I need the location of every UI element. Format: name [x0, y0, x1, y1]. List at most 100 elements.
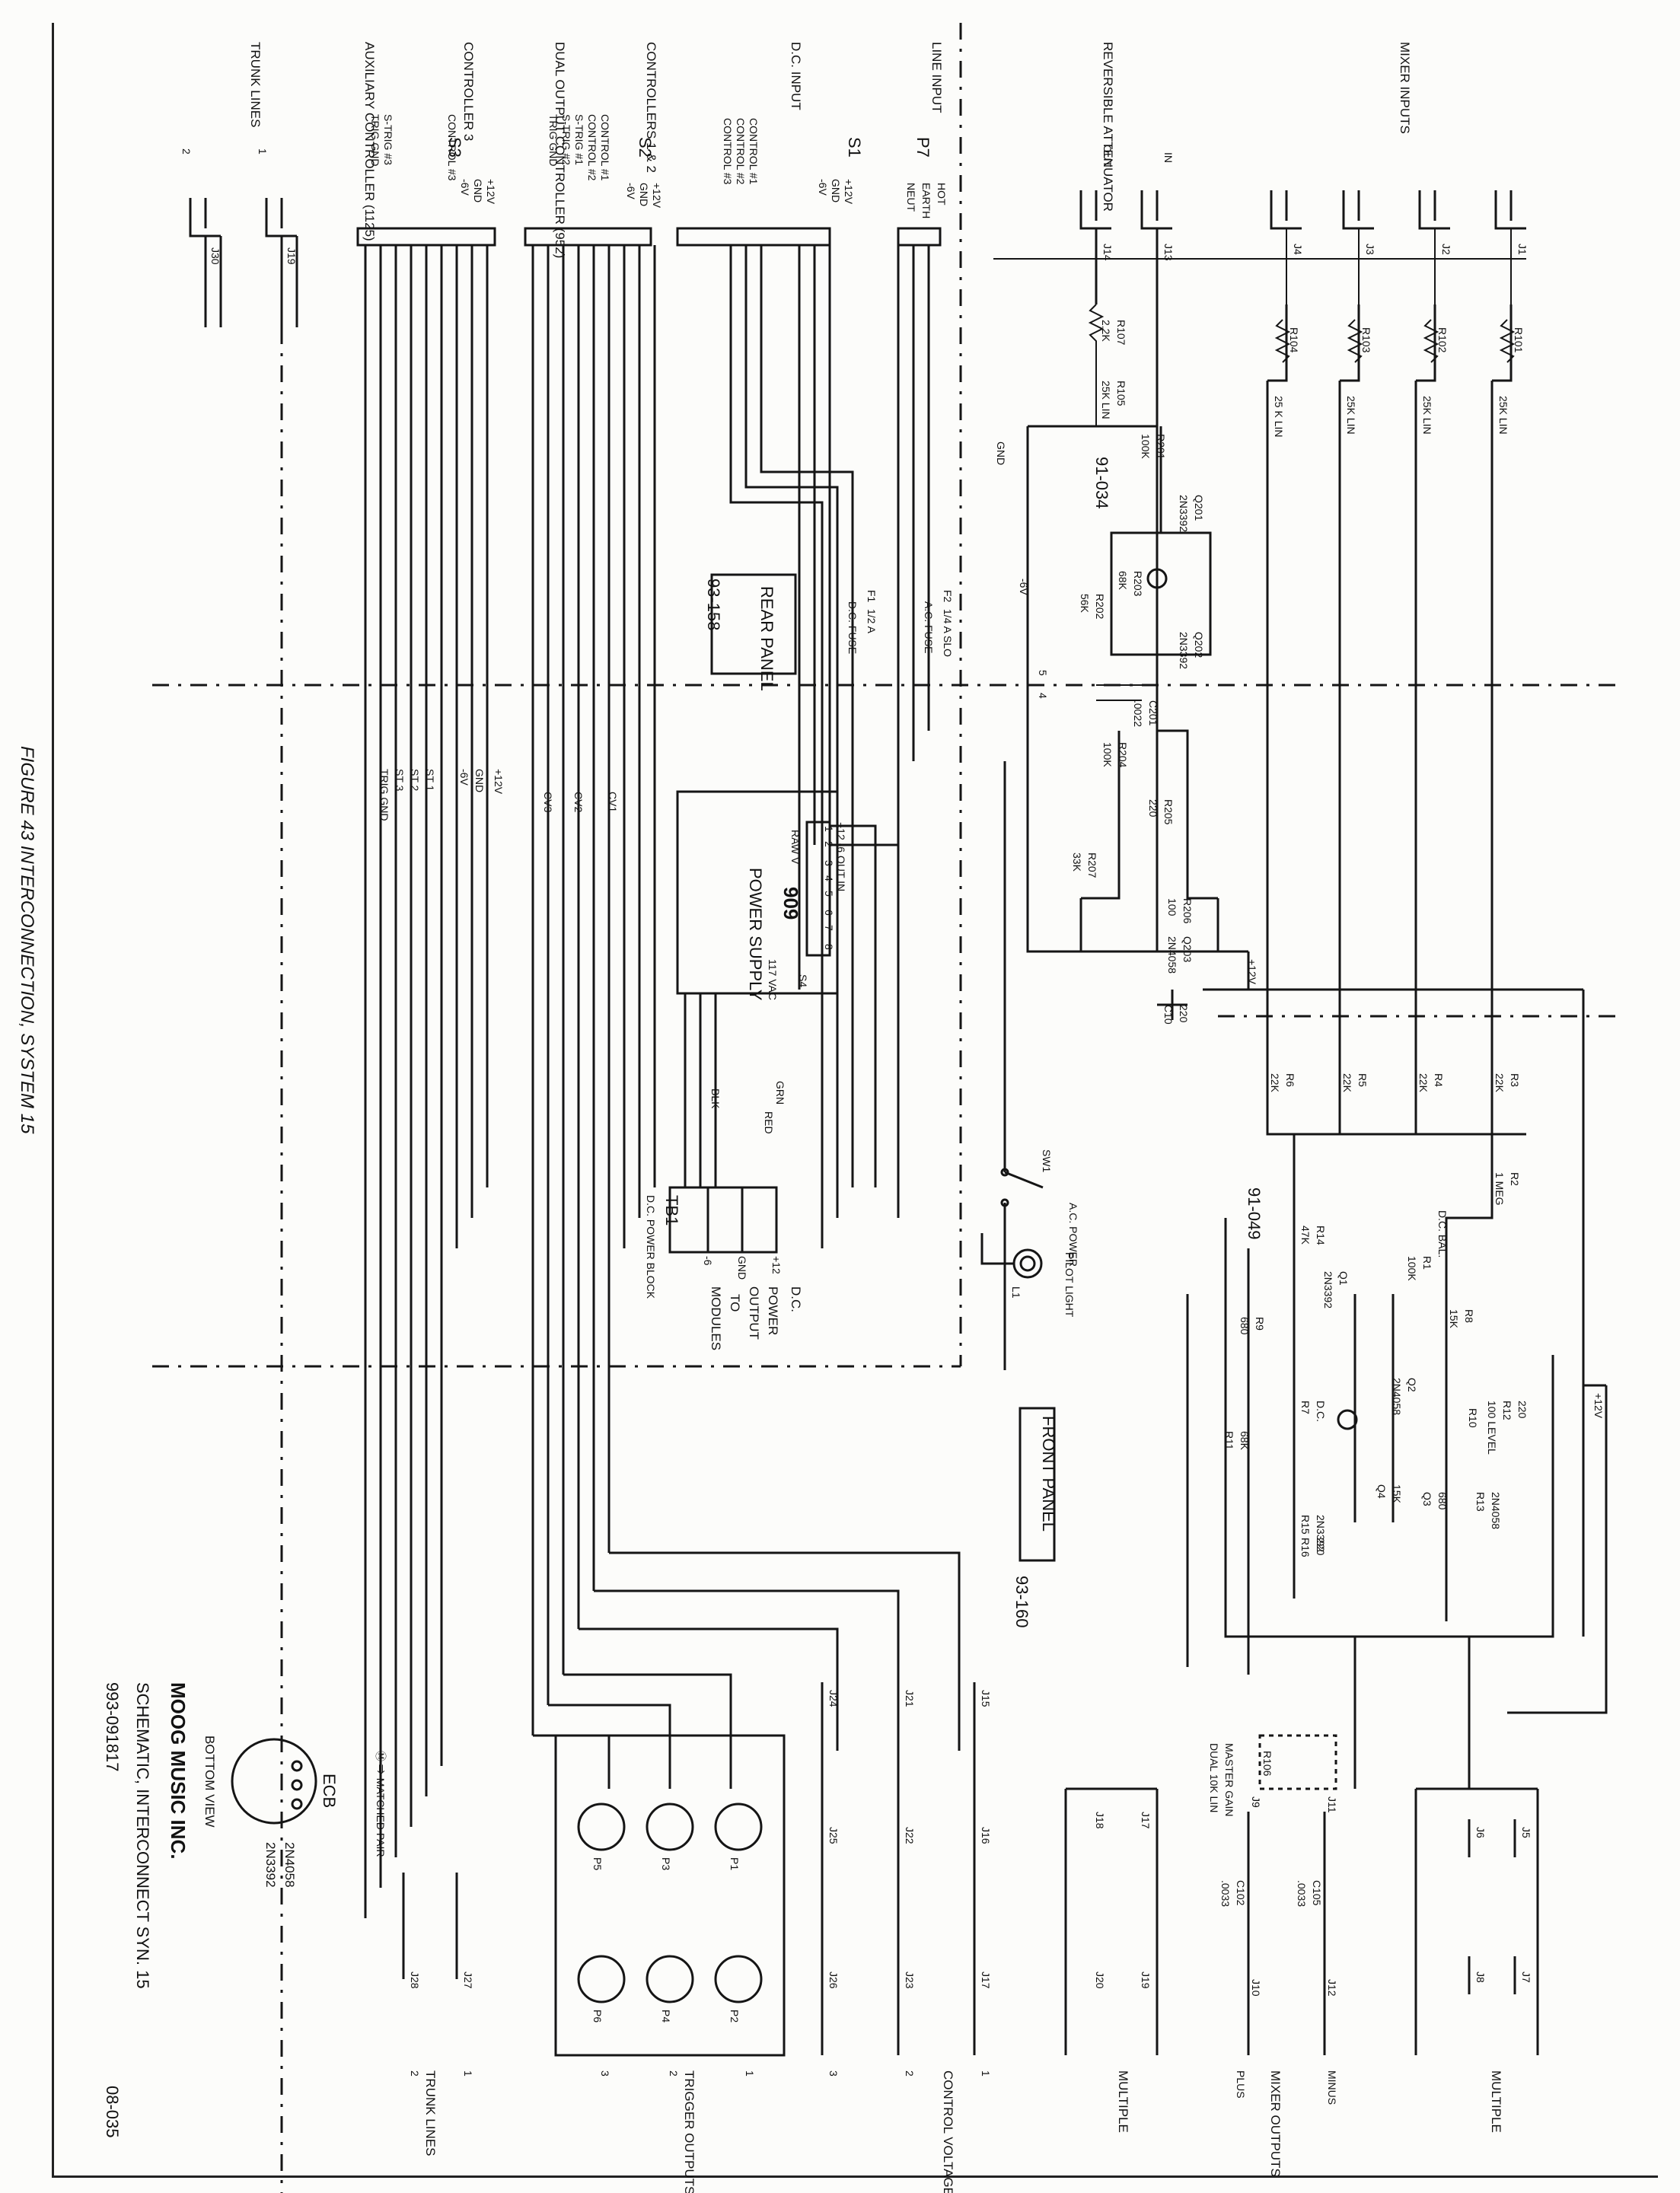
- svg-text:D.C.: D.C.: [789, 1286, 803, 1312]
- svg-text:.0033: .0033: [1296, 1880, 1308, 1907]
- svg-text:C105: C105: [1311, 1880, 1323, 1906]
- r101-value: 25K LIN: [1497, 396, 1509, 435]
- schematic-description: SCHEMATIC, INTERCONNECT SYN. 15: [133, 1682, 152, 1989]
- svg-text:J17: J17: [980, 1971, 992, 1989]
- svg-text:J26: J26: [827, 1971, 840, 1989]
- jack-j13-label: J13: [1162, 244, 1175, 261]
- r101-ref: R101: [1513, 327, 1525, 353]
- svg-text:GND: GND: [995, 441, 1007, 465]
- board-91-049: 91-049 R3 22K R4 22K R5 22K R6 22K R2 1 …: [1157, 988, 1606, 1638]
- trunk-left-num-1: 1: [257, 148, 269, 155]
- s2-pin-12v: +12V: [651, 183, 663, 209]
- svg-text:R206: R206: [1181, 898, 1194, 924]
- svg-text:3: 3: [827, 2070, 840, 2077]
- multiple-top-output: J5 J6 J7 J8 MULTIPLE: [1414, 1787, 1539, 2133]
- controller-3-label: CONTROLLER 3: [461, 42, 476, 141]
- trunk-outputs-label: TRUNK LINES: [423, 2070, 438, 2156]
- svg-text:R16: R16: [1299, 1538, 1312, 1557]
- svg-text:GND: GND: [473, 769, 486, 792]
- connector-strips: [356, 227, 942, 247]
- svg-text:2: 2: [904, 2070, 916, 2077]
- svg-text:J28: J28: [409, 1971, 421, 1989]
- svg-text:P3: P3: [660, 1857, 672, 1870]
- svg-text:R205: R205: [1162, 799, 1175, 825]
- svg-text:2: 2: [823, 841, 835, 847]
- controllers-12-socket: S2: [636, 137, 655, 158]
- multiple-bottom-label: MULTIPLE: [1116, 2070, 1130, 2133]
- f1-ref: F1: [866, 590, 878, 603]
- svg-text:R6: R6: [1284, 1073, 1296, 1087]
- svg-text:J9: J9: [1250, 1796, 1262, 1808]
- mixer-outputs: J11 J12 J9 J10 C105 .0033 C102 .0033 MIX…: [1219, 1796, 1338, 2177]
- svg-text:2N3392: 2N3392: [1315, 1515, 1327, 1552]
- svg-text:100K: 100K: [1140, 434, 1152, 459]
- svg-text:1: 1: [823, 826, 835, 832]
- transistor-legend: ECB 2N4058 2N3392 BOTTOM VIEW: [202, 1736, 339, 1888]
- jack-j3-label: J3: [1364, 244, 1376, 255]
- svg-text:-6: -6: [702, 1256, 714, 1266]
- svg-text:RED: RED: [763, 1111, 775, 1134]
- rear-panel-title: REAR PANEL: [757, 586, 776, 691]
- svg-text:R13: R13: [1474, 1492, 1487, 1512]
- p7-pin-earth: EARTH: [920, 183, 932, 218]
- board-91-034: 91-034 R201 100K Q201 2N3392 R203 68K R2…: [1026, 426, 1250, 990]
- svg-text:R5: R5: [1356, 1073, 1369, 1087]
- master-gain-label: MASTER GAIN: [1223, 1743, 1235, 1816]
- r105-value: 25K LIN: [1100, 381, 1112, 419]
- controller-3-socket: S3: [445, 137, 464, 158]
- trunk-left-num-2: 2: [180, 148, 193, 155]
- svg-text:5: 5: [823, 891, 835, 897]
- svg-text:220: 220: [1315, 1538, 1327, 1556]
- svg-text:2N3392: 2N3392: [1178, 495, 1190, 532]
- front-panel-box: FRONT PANEL 93-160: [1012, 1407, 1058, 1628]
- svg-text:R9: R9: [1254, 1317, 1266, 1331]
- r104-ref: R104: [1288, 327, 1300, 353]
- svg-text:+12V: +12V: [493, 769, 505, 795]
- svg-text:2N4058: 2N4058: [1166, 936, 1178, 974]
- mixer-minus-label: MINUS: [1326, 2070, 1338, 2105]
- panel-separators: [152, 23, 1621, 1368]
- svg-text:J20: J20: [1094, 1971, 1106, 1989]
- r105-ref: R105: [1115, 381, 1127, 406]
- svg-text:+12: +12: [770, 1256, 783, 1274]
- s3-pin-gnd: GND: [472, 179, 484, 202]
- drawing-number: 993-091817: [103, 1682, 122, 1771]
- svg-text:J17: J17: [1140, 1812, 1152, 1829]
- svg-text:3: 3: [599, 2070, 611, 2077]
- svg-text:-6V: -6V: [458, 769, 470, 786]
- svg-text:R8: R8: [1463, 1309, 1475, 1323]
- line-input-socket: P7: [913, 137, 932, 158]
- svg-text:56K: 56K: [1079, 594, 1091, 614]
- trunk-j19-label: J19: [285, 247, 298, 265]
- trunk-j30-label: J30: [209, 247, 222, 265]
- dc-input-label: D.C. INPUT: [789, 42, 803, 110]
- mixer-plus-label: PLUS: [1235, 2070, 1247, 2099]
- s2-pin-strig1: S-TRIG #1: [573, 114, 585, 165]
- r104-value: 25 K LIN: [1273, 396, 1285, 437]
- svg-text:4: 4: [1037, 693, 1049, 699]
- reversible-attenuator-label: REVERSIBLE ATTENUATOR: [1101, 42, 1115, 212]
- board-91-034-id: 91-034: [1092, 457, 1111, 509]
- ac-switch-pilot: SW1 A.C. POWER L1 PILOT LIGHT: [980, 761, 1079, 1370]
- svg-text:2N3392: 2N3392: [1322, 1271, 1334, 1308]
- svg-text:220: 220: [1147, 799, 1159, 818]
- s2-pin-ctl2: CONTROL #2: [586, 114, 598, 181]
- svg-text:R2: R2: [1509, 1172, 1521, 1186]
- company-name: MOOG MUSIC INC.: [167, 1682, 190, 1860]
- svg-text:2N4058: 2N4058: [1490, 1492, 1502, 1529]
- svg-text:J18: J18: [1094, 1812, 1106, 1829]
- dual-output-controller-label: DUAL OUTPUT CONTROLLER (952): [553, 42, 567, 258]
- svg-text:8: 8: [823, 944, 835, 950]
- svg-text:15K: 15K: [1448, 1309, 1460, 1329]
- cv-outputs-label: CONTROL VOLTAGE OUTPUTS: [941, 2070, 955, 2193]
- transistor-type-2: 2N3392: [263, 1842, 278, 1888]
- master-gain: R106 MASTER GAIN DUAL 10K LIN: [1208, 1734, 1337, 1816]
- psu-vac: 117 VAC: [767, 959, 779, 1000]
- svg-text:3: 3: [823, 860, 835, 866]
- svg-text:GRN: GRN: [774, 1081, 786, 1104]
- svg-text:J11: J11: [1326, 1796, 1338, 1813]
- svg-text:J6: J6: [1474, 1827, 1487, 1838]
- attenuator-in-label: IN: [1162, 152, 1175, 163]
- left-input-labels: MIXER INPUTS REVERSIBLE ATTENUATOR LINE …: [248, 42, 1412, 258]
- s2-pin-6v: -6V: [625, 183, 637, 199]
